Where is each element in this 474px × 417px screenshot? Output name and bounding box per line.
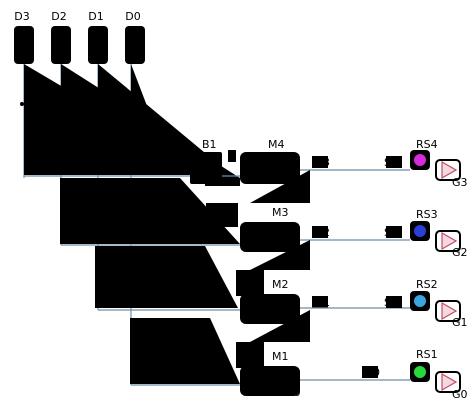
input-switch-d3[interactable] <box>14 26 34 64</box>
output-terminal-row1 <box>435 159 461 181</box>
out-tag-row2 <box>312 226 328 238</box>
mux-label-row2: M3 <box>272 206 289 219</box>
out-tag-row4 <box>362 366 378 378</box>
out-tag2-row1 <box>386 156 402 168</box>
gate-block-row1[interactable] <box>190 152 222 184</box>
out-tag2-row3 <box>386 296 402 308</box>
fan-block-row3 <box>95 246 238 308</box>
input-label-d2: D2 <box>51 10 66 23</box>
fan-block-row2 <box>60 178 240 244</box>
link-block-row3 <box>236 342 264 368</box>
pulse-output-icon[interactable] <box>441 231 458 251</box>
link-wedge-row2 <box>250 240 310 270</box>
input-label-d0: D0 <box>125 10 140 23</box>
led-label-row2: RS3 <box>416 208 438 221</box>
fan-wedge-d0-upper <box>131 64 240 180</box>
pulse-output-icon[interactable] <box>441 301 458 321</box>
input-label-d3: D3 <box>14 10 29 23</box>
mux-label-row1: M4 <box>268 138 285 151</box>
pulse-output-icon[interactable] <box>441 160 458 180</box>
mux-block-row1[interactable] <box>240 152 300 184</box>
led-label-row3: RS2 <box>416 278 438 291</box>
small-gate-row1 <box>228 150 236 162</box>
input-label-d1: D1 <box>88 10 103 23</box>
led-indicator-row3[interactable] <box>414 295 426 307</box>
mux-label-row3: M2 <box>272 278 289 291</box>
mux-block-row4[interactable] <box>240 366 300 396</box>
link-wedge-row3 <box>250 310 310 342</box>
input-switch-d0[interactable] <box>125 26 145 64</box>
end-label-row3: G1 <box>452 316 468 329</box>
link-block-row1 <box>206 203 238 227</box>
output-terminal-row3 <box>435 300 461 322</box>
led-indicator-row2[interactable] <box>414 225 426 237</box>
pulse-output-icon[interactable] <box>441 372 458 392</box>
gate-label-row1: B1 <box>202 138 217 151</box>
link-block-row2 <box>236 270 264 296</box>
mux-block-row2[interactable] <box>240 222 300 252</box>
out-tag-row1 <box>312 156 328 168</box>
chain-label-row4: C0 <box>286 386 301 399</box>
out-tag2-row2 <box>386 226 402 238</box>
fan-block-row4 <box>130 318 240 384</box>
input-switch-d1[interactable] <box>88 26 108 64</box>
junction-dot <box>20 102 24 106</box>
end-label-row1: G3 <box>452 176 468 189</box>
mux-block-row3[interactable] <box>240 294 300 324</box>
input-switch-d2[interactable] <box>51 26 71 64</box>
led-label-row1: RS4 <box>416 138 438 151</box>
output-terminal-row2 <box>435 230 461 252</box>
end-label-row2: G2 <box>452 246 468 259</box>
led-indicator-row4[interactable] <box>414 366 426 378</box>
led-label-row4: RS1 <box>416 348 438 361</box>
output-terminal-row4 <box>435 371 461 393</box>
link-wedge-row1 <box>250 170 310 203</box>
out-tag-row3 <box>312 296 328 308</box>
led-indicator-row1[interactable] <box>414 154 426 166</box>
mux-label-row4: M1 <box>272 350 289 363</box>
